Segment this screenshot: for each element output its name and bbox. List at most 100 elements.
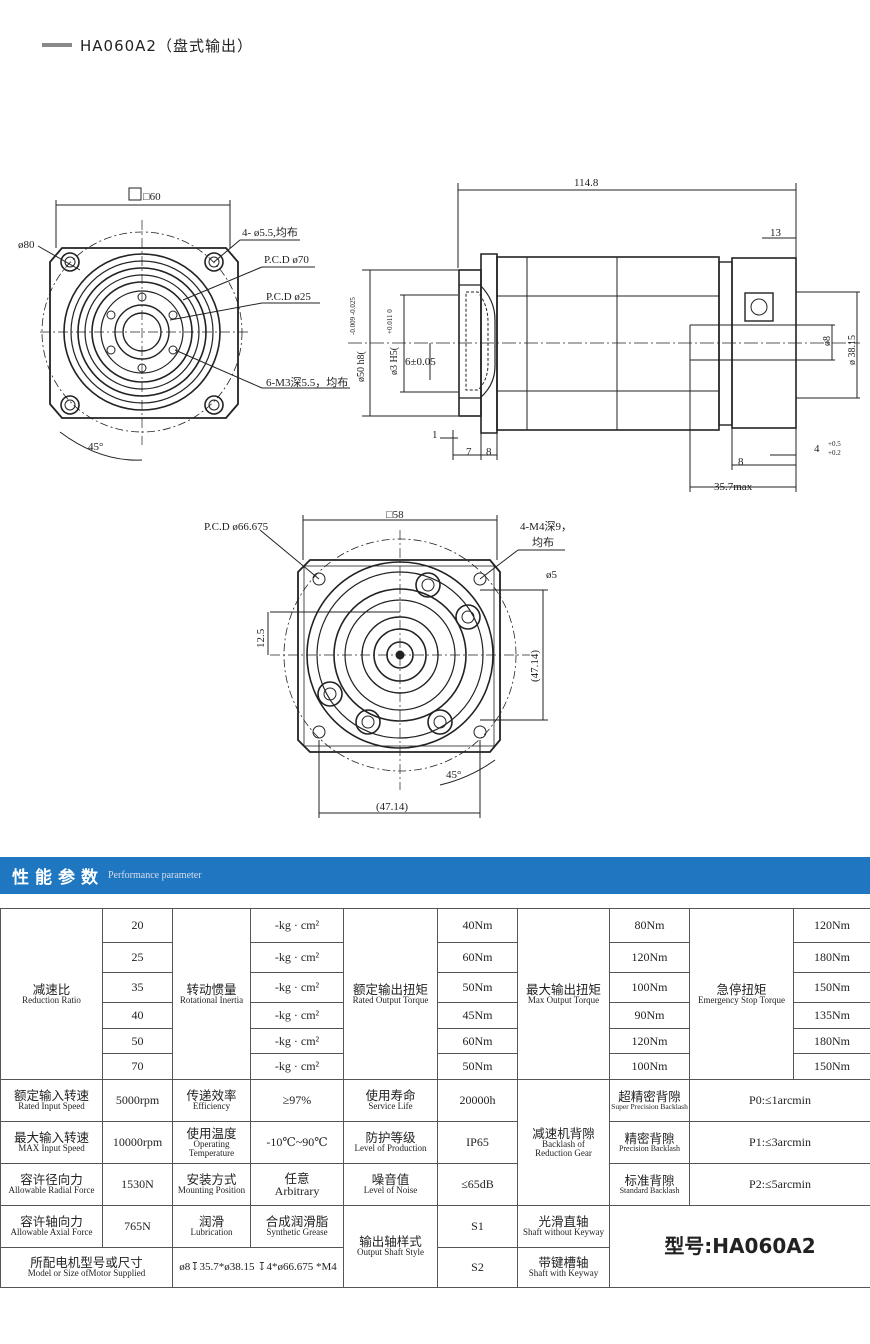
side-d6-label: 6±0.05 <box>405 356 436 368</box>
inertia-cell: -kg · cm² <box>250 972 344 1003</box>
front-holes-label: 4- ø5.5,均布 <box>242 226 298 239</box>
side-length-label: 114.8 <box>574 177 599 189</box>
inertia-cell: -kg · cm² <box>250 1028 344 1054</box>
backlash-value: P1:≤3arcmin <box>689 1121 870 1164</box>
model-number: 型号:HA060A2 <box>609 1205 870 1288</box>
estop-cell: 150Nm <box>793 972 870 1003</box>
rear-angle-label: 45° <box>446 769 461 781</box>
page-title: HA060A2（盘式输出） <box>80 36 253 55</box>
max-torque-cell: 120Nm <box>609 1028 690 1054</box>
side-tol2-label: +0.2 <box>828 449 841 457</box>
axial-force-value: 765N <box>102 1205 173 1248</box>
front-dia80-label: ø80 <box>18 239 35 251</box>
rated-torque-cell: 40Nm <box>437 908 518 943</box>
max-torque-cell: 100Nm <box>609 1053 690 1080</box>
side-d13-label: 13 <box>770 227 782 239</box>
side-dia3-label: ø3 H5( <box>389 346 400 375</box>
side-d7-label: 7 <box>466 446 472 458</box>
rated-torque-cell: 45Nm <box>437 1002 518 1029</box>
side-dia50-label: ø50 h8( <box>356 351 367 383</box>
side-d4-label: 4 <box>814 443 820 455</box>
shaft-s2: S2 <box>437 1247 518 1288</box>
max-torque-cell: 90Nm <box>609 1002 690 1029</box>
header-bar <box>42 43 72 47</box>
ratio-cell: 20 <box>102 908 173 943</box>
ratio-cell: 35 <box>102 972 173 1003</box>
max-torque-cell: 120Nm <box>609 942 690 973</box>
rear-square-label: □58 <box>386 509 404 521</box>
front-view <box>37 187 350 461</box>
inertia-cell: -kg · cm² <box>250 908 344 943</box>
rear-d5-label: ø5 <box>546 569 558 581</box>
inertia-cell: -kg · cm² <box>250 942 344 973</box>
front-angle-label: 45° <box>88 441 103 453</box>
front-m3-label: 6-M3深5.5，均布 <box>266 376 348 389</box>
efficiency-value: ≥97% <box>250 1079 344 1122</box>
side-view <box>348 183 860 492</box>
max-torque-cell: 80Nm <box>609 908 690 943</box>
side-d357-label: 35.7max <box>714 481 753 493</box>
noise-value: ≤65dB <box>437 1163 518 1206</box>
radial-force-value: 1530N <box>102 1163 173 1206</box>
estop-cell: 180Nm <box>793 1028 870 1054</box>
side-tol1-label: +0.5 <box>828 440 841 448</box>
protection-value: IP65 <box>437 1121 518 1164</box>
front-square-label: □60 <box>143 191 161 203</box>
page-header: HA060A2（盘式输出） <box>42 34 253 56</box>
rear-view <box>259 515 565 818</box>
front-pcd25-label: P.C.D ø25 <box>266 291 311 303</box>
side-tol3-label: +0.011 0 <box>386 309 394 334</box>
max-input-speed-value: 10000rpm <box>102 1121 173 1164</box>
estop-cell: 180Nm <box>793 942 870 973</box>
rear-m4-label: 4-M4深9， <box>520 520 572 533</box>
side-d8a-label: 8 <box>486 446 492 458</box>
rear-d4714a-label: (47.14) <box>529 650 541 682</box>
shaft-s1: S1 <box>437 1205 518 1248</box>
rated-torque-cell: 60Nm <box>437 1028 518 1054</box>
estop-cell: 135Nm <box>793 1002 870 1029</box>
rear-d125-label: 12.5 <box>255 628 267 648</box>
technical-drawings: □60 ø80 4- ø5.5,均布 P.C.D ø70 P.C.D ø25 6… <box>18 177 860 818</box>
service-life-value: 20000h <box>437 1079 518 1122</box>
rated-input-speed-value: 5000rpm <box>102 1079 173 1122</box>
rated-torque-cell: 50Nm <box>437 972 518 1003</box>
side-dia8-label: ø8 <box>822 336 833 346</box>
backlash-value: P2:≤5arcmin <box>689 1163 870 1206</box>
band-title: 性能参数 <box>12 868 104 888</box>
temperature-value: -10℃~90℃ <box>250 1121 344 1164</box>
max-torque-cell: 100Nm <box>609 972 690 1003</box>
side-d1-label: 1 <box>432 429 438 441</box>
ratio-cell: 40 <box>102 1002 173 1029</box>
rear-pcd-label: P.C.D ø66.675 <box>204 521 269 533</box>
backlash-value: P0:≤1arcmin <box>689 1079 870 1122</box>
rated-torque-cell: 60Nm <box>437 942 518 973</box>
ratio-cell: 50 <box>102 1028 173 1054</box>
inertia-cell: -kg · cm² <box>250 1002 344 1029</box>
motor-size-value: ø8↧35.7*ø38.15 ↧4*ø66.675 *M4 <box>172 1247 344 1288</box>
rated-torque-cell: 50Nm <box>437 1053 518 1080</box>
inertia-cell: -kg · cm² <box>250 1053 344 1080</box>
estop-cell: 120Nm <box>793 908 870 943</box>
